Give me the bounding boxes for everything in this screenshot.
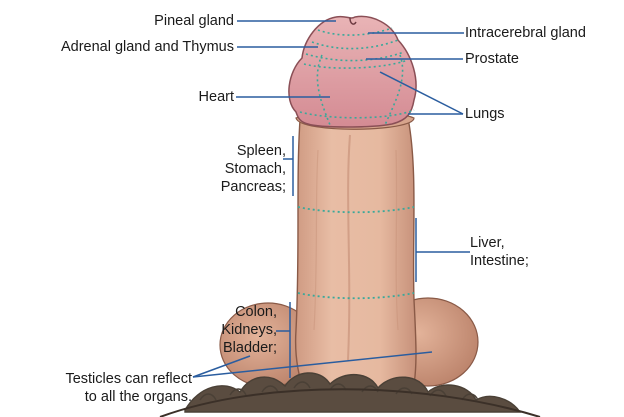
label-prostate: Prostate bbox=[465, 50, 519, 68]
label-liver-intestine: Liver, Intestine; bbox=[470, 234, 529, 270]
shaft-illustration bbox=[296, 111, 416, 395]
label-spleen-stomach-pancreas: Spleen, Stomach, Pancreas; bbox=[221, 142, 286, 196]
label-stomach: Stomach, bbox=[221, 160, 286, 178]
label-heart: Heart bbox=[199, 88, 234, 106]
label-bladder: Bladder; bbox=[221, 339, 277, 357]
label-testicles-line2: to all the organs. bbox=[65, 388, 192, 406]
label-colon-kidneys-bladder: Colon, Kidneys, Bladder; bbox=[221, 303, 277, 357]
label-liver: Liver, bbox=[470, 234, 529, 252]
label-testicles: Testicles can reflect to all the organs. bbox=[65, 370, 192, 406]
label-pancreas: Pancreas; bbox=[221, 178, 286, 196]
label-pineal-gland: Pineal gland bbox=[154, 12, 234, 30]
label-intracerebral-gland: Intracerebral gland bbox=[465, 24, 586, 42]
label-spleen: Spleen, bbox=[221, 142, 286, 160]
label-lungs: Lungs bbox=[465, 105, 505, 123]
label-intestine: Intestine; bbox=[470, 252, 529, 270]
label-colon: Colon, bbox=[221, 303, 277, 321]
label-adrenal-thymus: Adrenal gland and Thymus bbox=[61, 38, 234, 56]
pubic-hair-illustration bbox=[185, 373, 520, 412]
label-testicles-line1: Testicles can reflect bbox=[65, 370, 192, 388]
label-kidneys: Kidneys, bbox=[221, 321, 277, 339]
